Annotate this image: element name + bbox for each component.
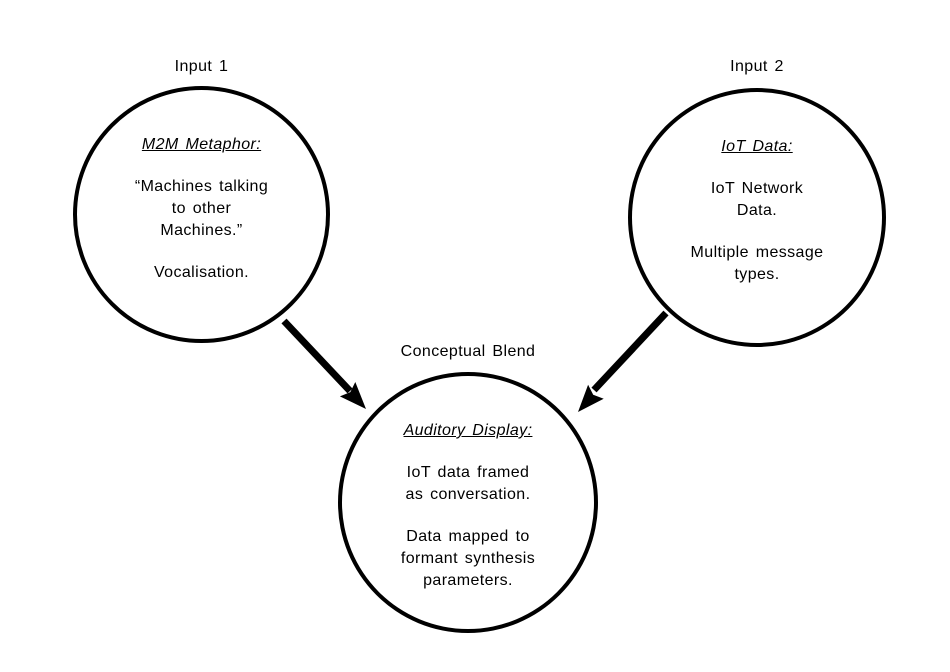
input1-paragraph-2: Vocalisation.	[77, 262, 326, 284]
text-line: Data mapped to	[406, 528, 530, 545]
blend-paragraph-2: Data mapped to formant synthesis paramet…	[342, 526, 594, 592]
blend-circle: Auditory Display: IoT data framed as con…	[338, 372, 598, 633]
input1-label: Input 1	[174, 58, 229, 75]
arrowhead-icon	[578, 384, 604, 412]
input1-heading: M2M Metaphor:	[141, 136, 262, 153]
text-line: as conversation.	[405, 486, 531, 503]
input1-circle: M2M Metaphor: “Machines talking to other…	[73, 86, 330, 343]
arrow-shaft	[281, 318, 353, 394]
input1-paragraph-1: “Machines talking to other Machines.”	[77, 176, 326, 242]
text-line: to other	[171, 200, 232, 217]
text-line: formant synthesis	[400, 550, 536, 567]
text-line: IoT data framed	[406, 464, 530, 481]
blend-label: Conceptual Blend	[400, 343, 536, 360]
arrowhead-icon	[339, 382, 366, 409]
arrow-input1-to-blend	[281, 318, 366, 409]
text-line: Multiple message	[690, 244, 824, 261]
input2-paragraph-1: IoT Network Data.	[632, 178, 882, 222]
text-line: parameters.	[423, 572, 513, 589]
text-line: Vocalisation.	[153, 264, 250, 281]
blend-heading: Auditory Display:	[403, 422, 533, 439]
arrow-input2-to-blend	[578, 310, 669, 412]
input2-label: Input 2	[730, 58, 784, 75]
input2-heading: IoT Data:	[721, 138, 793, 155]
input2-paragraph-2: Multiple message types.	[632, 242, 882, 286]
text-line: Data.	[736, 202, 778, 219]
arrow-shaft	[591, 310, 669, 393]
text-line: Machines.”	[160, 222, 243, 239]
text-line: IoT Network	[710, 180, 804, 197]
text-line: “Machines talking	[134, 178, 269, 195]
input2-circle: IoT Data: IoT Network Data. Multiple mes…	[628, 88, 886, 347]
blend-paragraph-1: IoT data framed as conversation.	[342, 462, 594, 506]
text-line: types.	[734, 266, 780, 283]
